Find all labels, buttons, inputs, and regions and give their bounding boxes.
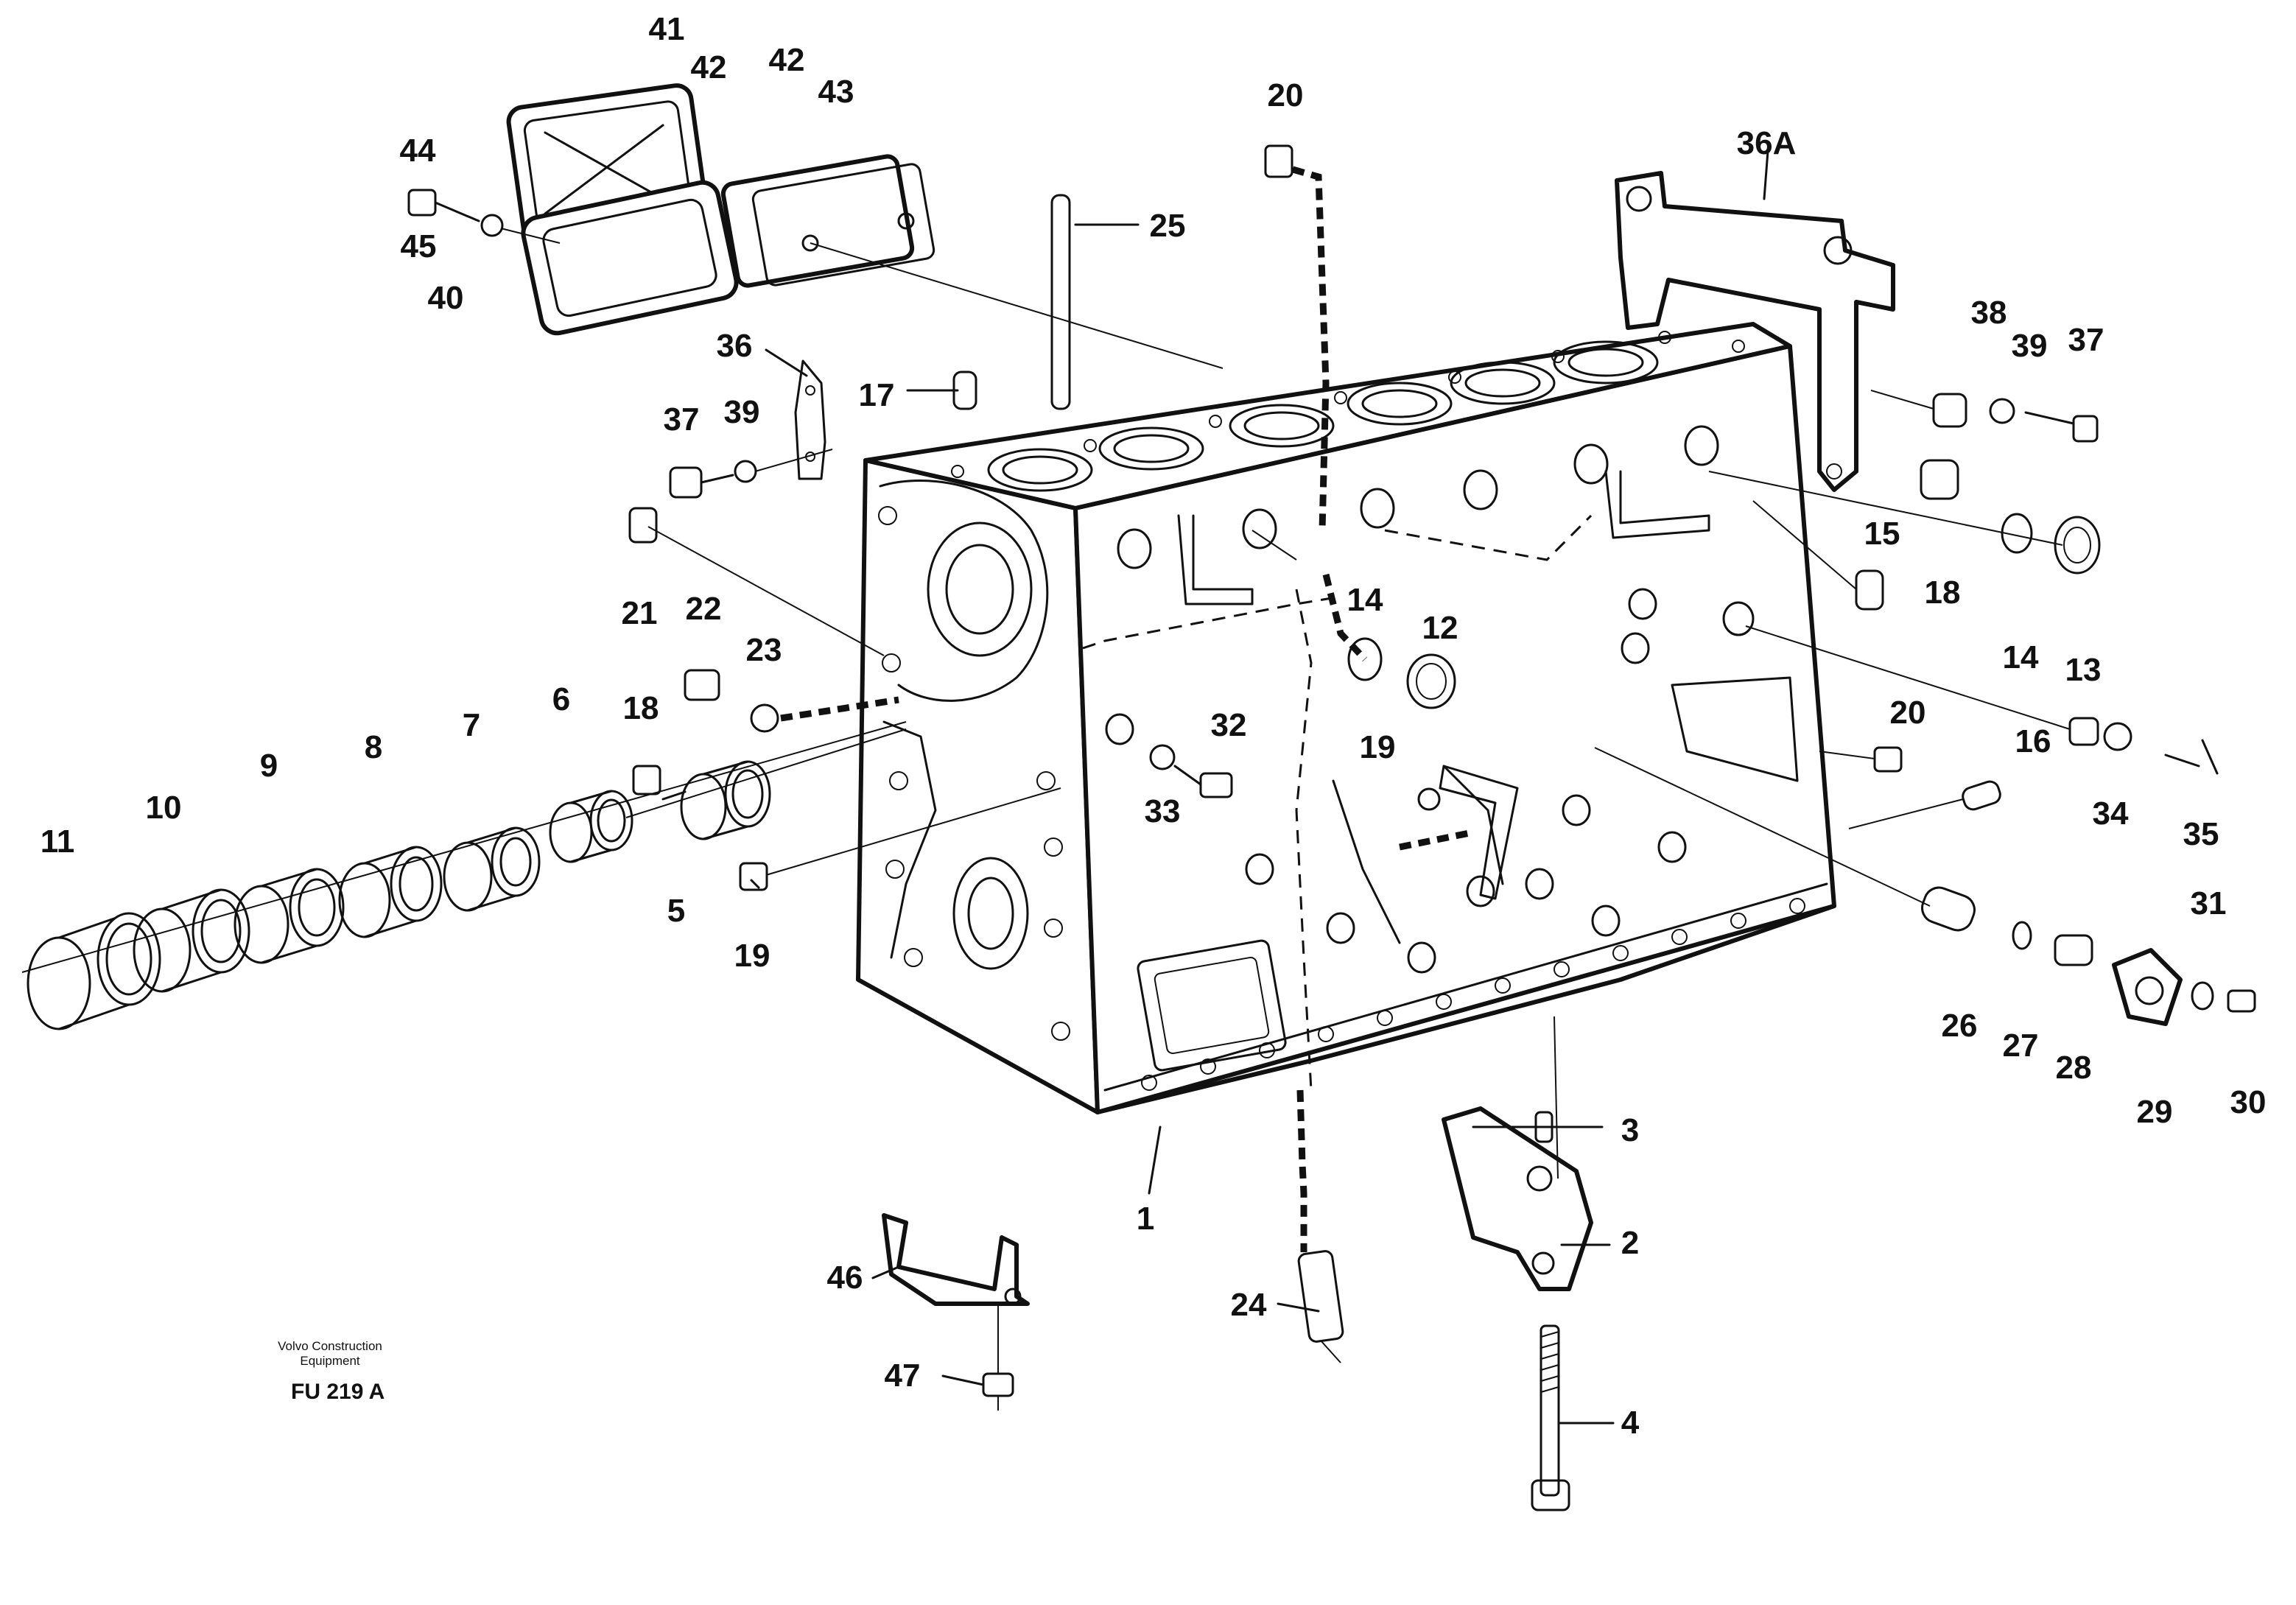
label-part-38: 38 [1970, 295, 2007, 331]
label-part-46: 46 [826, 1260, 863, 1296]
label-part-4: 4 [1621, 1405, 1640, 1441]
label-part-20b: 20 [1889, 695, 1926, 731]
label-part-27: 27 [2002, 1028, 2039, 1064]
screw-and-washer-32-33 [1149, 744, 1233, 798]
bearing-shells [21, 721, 1061, 1030]
oil-jet-bracket [1399, 765, 1519, 900]
label-part-43: 43 [818, 74, 854, 110]
label-part-22: 22 [685, 591, 722, 627]
label-part-45: 45 [400, 228, 437, 264]
label-part-16: 16 [2015, 723, 2051, 759]
label-part-21: 21 [621, 595, 658, 631]
label-part-14a: 14 [1347, 582, 1383, 618]
leader-lines [661, 150, 1769, 1425]
label-part-17: 17 [858, 377, 895, 413]
label-part-32: 32 [1210, 707, 1247, 743]
label-part-42b: 42 [768, 42, 805, 78]
footer-company: Volvo Construction Equipment [278, 1339, 382, 1368]
dipstick-guide [1264, 144, 1344, 1363]
label-part-14b: 14 [2002, 639, 2039, 675]
label-part-6: 6 [552, 681, 571, 717]
label-part-15: 15 [1864, 516, 1900, 552]
label-part-9: 9 [259, 748, 278, 784]
lifting-bracket [1615, 171, 2101, 611]
label-part-33: 33 [1144, 793, 1181, 829]
label-part-30: 30 [2230, 1084, 2267, 1120]
label-part-26: 26 [1941, 1008, 1978, 1044]
label-part-2: 2 [1621, 1225, 1640, 1261]
label-part-37a: 37 [663, 401, 700, 438]
right-fittings [1745, 625, 2219, 829]
label-part-7: 7 [462, 707, 481, 743]
label-part-40: 40 [427, 280, 464, 316]
label-part-1: 1 [1136, 1201, 1155, 1237]
label-part-5: 5 [667, 893, 686, 929]
label-part-41: 41 [648, 11, 685, 47]
label-part-25: 25 [1149, 208, 1186, 244]
label-part-24: 24 [1230, 1287, 1267, 1323]
label-part-10: 10 [145, 790, 182, 826]
label-part-44: 44 [399, 133, 436, 169]
label-part-36: 36 [716, 328, 753, 364]
label-part-18b: 18 [1924, 575, 1961, 611]
label-part-35: 35 [2183, 816, 2219, 852]
cylinder-block [856, 322, 1836, 1114]
label-part-39a: 39 [723, 394, 760, 430]
footer-company-line2: Equipment [300, 1353, 360, 1368]
label-part-39b: 39 [2011, 328, 2048, 364]
main-bearing-cap [1442, 1016, 1593, 1511]
label-part-11: 11 [40, 823, 75, 860]
label-part-20a: 20 [1267, 77, 1304, 113]
oil-adapter-group [1594, 747, 2256, 1026]
label-part-3: 3 [1621, 1112, 1640, 1148]
label-part-18a: 18 [622, 690, 659, 726]
label-part-31: 31 [2190, 885, 2227, 921]
label-part-34: 34 [2092, 796, 2129, 832]
label-part-23: 23 [745, 632, 782, 668]
tube-and-pins [628, 194, 1071, 733]
label-part-28: 28 [2055, 1050, 2092, 1086]
label-part-36a: 36A [1736, 125, 1797, 161]
label-part-37b: 37 [2068, 322, 2104, 358]
label-part-8: 8 [364, 729, 383, 765]
label-part-13: 13 [2065, 652, 2102, 688]
plug-and-seal-mid [1251, 530, 1456, 709]
label-part-19b: 19 [1359, 729, 1396, 765]
label-part-47: 47 [884, 1358, 921, 1394]
footer-company-line1: Volvo Construction [278, 1339, 382, 1353]
label-part-12: 12 [1422, 610, 1458, 646]
figure-code: FU 219 A [291, 1380, 385, 1404]
label-part-29: 29 [2136, 1094, 2173, 1130]
label-part-42a: 42 [690, 49, 727, 85]
side-covers [407, 83, 1224, 369]
label-part-19a: 19 [734, 938, 770, 974]
